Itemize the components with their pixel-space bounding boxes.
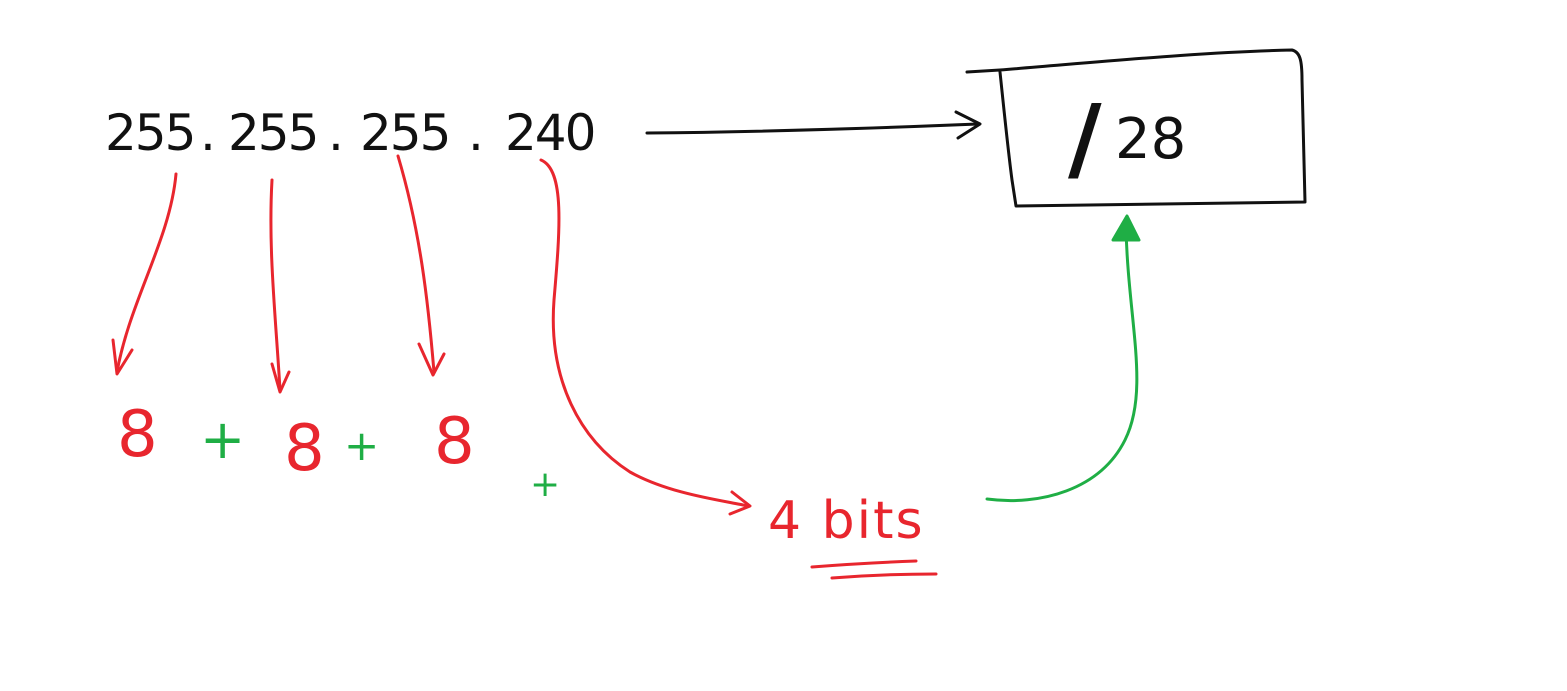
cidr-slash: / xyxy=(1068,85,1102,192)
mask-octet-3: 255 xyxy=(360,104,449,162)
arrow-octet-3 xyxy=(396,154,436,374)
subnet-mask: 255 . 255 . 255 . 240 xyxy=(105,104,596,162)
mask-to-result-arrow xyxy=(645,110,982,140)
sum-to-result-arrow xyxy=(985,214,1141,503)
mask-dot-1: . xyxy=(200,104,214,162)
bits-octet-1: 8 xyxy=(117,398,158,472)
arrow-octet-2 xyxy=(269,178,282,392)
bits-octet-3: 8 xyxy=(434,405,475,479)
mask-octet-2: 255 xyxy=(228,104,317,162)
mask-dot-2: . xyxy=(328,104,342,162)
mask-octet-1: 255 xyxy=(105,104,194,162)
bit-counts: 8 + 8 + 8 + 4 bits xyxy=(117,398,925,551)
octet-to-bits-arrows xyxy=(111,154,752,516)
plus-2: + xyxy=(344,421,379,470)
cidr-result: / 28 xyxy=(1068,85,1186,192)
bits-octet-2: 8 xyxy=(284,412,325,486)
mask-octet-4: 240 xyxy=(505,104,594,162)
cidr-result-box xyxy=(965,48,1307,208)
bits-last-octet: 4 bits xyxy=(768,491,925,551)
plus-1: + xyxy=(200,408,245,471)
cidr-prefix: 28 xyxy=(1115,107,1186,172)
bits-underline xyxy=(810,559,938,580)
plus-3: + xyxy=(530,464,560,505)
mask-dot-3: . xyxy=(468,104,482,162)
arrow-octet-1 xyxy=(115,172,178,374)
arrow-octet-4 xyxy=(539,158,750,508)
